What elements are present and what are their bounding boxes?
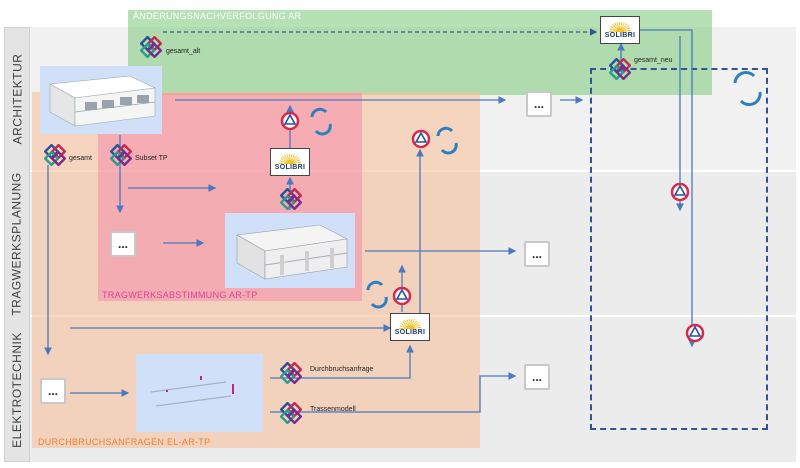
bcf-issue-icon [685,323,705,343]
zone-durchbruch-title: DURCHBRUCHSANFRAGEN EL-AR-TP [38,437,211,447]
bcf-issue-icon [392,286,412,306]
ifc-model-icon [280,362,302,384]
placeholder-elektrotechnik: ... [524,364,550,390]
bcf-issue-icon [670,182,690,202]
solibri-logo-top: SOLIBRI [600,16,640,44]
structural-model-image [225,213,355,288]
bcf-issue-icon [411,129,431,149]
label-gesamt-alt: gesamt_alt [166,48,201,55]
ifc-model-icon [140,36,162,58]
solibri-text: SOLIBRI [274,164,306,171]
ifc-model-icon [280,402,302,424]
solibri-text: SOLIBRI [604,32,636,39]
ifc-model-icon [110,144,132,166]
label-subset-tp: Subset TP [135,155,168,162]
sync-icon [310,71,762,309]
placeholder-elektro-left: ... [40,378,66,404]
bcf-issue-icon [280,111,300,131]
ifc-model-icon [280,188,302,210]
placeholder-tragwerksplanung: ... [524,241,550,267]
arrow-solibri-top-right [640,29,696,348]
zone-tragwerk-title: TRAGWERKSABSTIMMUNG AR-TP [102,290,258,300]
solibri-logo-tragwerk: SOLIBRI [270,148,310,176]
label-gesamt: gesamt [69,155,92,162]
solibri-logo-elektro: SOLIBRI [390,313,430,341]
label-durchbruchsanfrage: Durchbruchsanfrage [310,366,374,373]
label-gesamt-neu: gesamt_neu [634,57,673,64]
label-trassenmodell: Trassenmodell [310,406,356,413]
arrow-durchbruch-to-solibri [270,344,414,379]
ifc-model-icon [609,58,631,80]
zone-change-tracking-dashed [590,68,768,430]
ifc-model-icon [44,144,66,166]
architecture-model-image [40,66,162,134]
cable-tray-model-image [136,354,263,432]
zone-aenderung-title: ÄNDERUNGSNACHVERFOLGUNG AR [133,11,302,21]
arrow-trassen-to-dots [270,372,517,413]
lane-label-column [4,27,30,462]
solibri-text: SOLIBRI [394,329,426,336]
placeholder-architektur: ... [526,91,552,117]
placeholder-tragwerk-subset: ... [110,231,136,257]
